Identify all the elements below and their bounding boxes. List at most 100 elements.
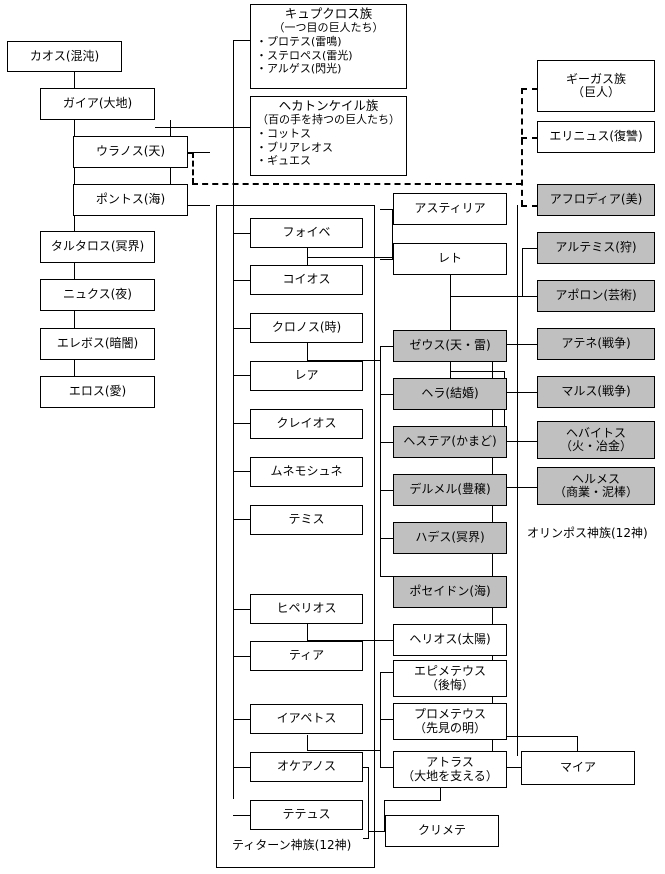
node-gigas[interactable]: ギーガス族 （巨人） [537,60,655,112]
hera-label: ヘラ(結婚) [421,386,479,401]
hekatoncheires-title: ヘカトンケイル族 [278,98,379,113]
node-epimetheus[interactable]: エピメテウス （後悔） [393,660,507,697]
olympus-group-caption: オリンポス神族(12神) [527,526,648,540]
node-maia[interactable]: マイア [521,751,635,785]
node-chaos[interactable]: カオス(混沌) [7,41,122,72]
line-iapetos-out [307,750,380,751]
node-apollon[interactable]: アポロン(芸術) [537,280,655,312]
node-tartaros[interactable]: タルタロス(冥界) [40,231,155,263]
node-athene[interactable]: アテネ(戦争) [537,328,655,360]
line-titan-hyperion [233,609,250,610]
node-erebos[interactable]: エレボス(暗闇) [40,328,155,360]
node-hekatoncheires-group[interactable]: ヘカトンケイル族 （百の手を持つの巨人たち） ・コットス ・ブリアレオス ・ギュ… [250,96,407,176]
node-titan-theia[interactable]: ティア [250,641,363,671]
titan-themis-label: テミス [288,512,325,527]
hekatoncheires-desc: （百の手を持つの巨人たち） [257,113,400,127]
dashed-cross-bar [192,183,522,185]
node-nyx[interactable]: ニュクス(夜) [40,279,155,311]
node-hestia[interactable]: ヘステア(かまど) [393,426,507,458]
node-titan-kreios[interactable]: クレイオス [250,409,363,439]
hephaistos-sub: （火・冶金） [559,439,632,453]
titan-mnemosyne-label: ムネモシュネ [270,464,343,479]
cyclops-member-1: ・プロテス(雷鳴) [256,35,342,49]
atlas-sub: （大地を支える） [402,768,498,783]
athene-label: アテネ(戦争) [561,336,631,351]
node-aphrodite[interactable]: アフロディア(美) [537,184,655,216]
node-hera[interactable]: ヘラ(結婚) [393,378,507,410]
line-titan-theia [233,656,250,657]
line-titan-iapetos [233,719,250,720]
node-demeter[interactable]: デルメル(豊穣) [393,474,507,506]
hades-label: ハデス(冥界) [415,530,485,545]
node-titan-koios[interactable]: コイオス [250,265,363,295]
node-titan-iapetos[interactable]: イアペトス [250,704,363,734]
node-hermes[interactable]: ヘルメス （商業・泥棒） [537,467,655,505]
line-gaia-pontos [170,205,210,206]
line-kronos-rhea-join [307,343,308,361]
node-atlas[interactable]: アトラス （大地を支える） [393,751,507,788]
node-poseidon[interactable]: ポセイドン(海) [393,576,507,608]
prometheus-label: プロメテウス [413,707,486,722]
line-helios-connect [380,640,393,641]
line-helios-out [307,640,393,641]
dashed-to-gigas [521,88,538,90]
node-hephaistos[interactable]: ヘバイトス （火・冶金） [537,421,655,459]
olympus-group-divider [517,205,518,756]
line-kronos-rhea-out [307,360,380,361]
node-zeus[interactable]: ゼウス(天・雷) [393,330,507,362]
node-pontos-label: ポントス(海) [95,192,166,207]
line-titan-koios [233,280,250,281]
line-to-hermes [492,487,538,488]
line-to-hestia [380,442,393,443]
node-pontos[interactable]: ポントス(海) [73,184,188,216]
node-titan-mnemosyne[interactable]: ムネモシュネ [250,457,363,487]
gigas-label: ギーガス族 [565,71,626,86]
node-eros[interactable]: エロス(愛) [40,376,155,408]
node-asteria[interactable]: アスティリア [393,193,507,225]
node-helios[interactable]: ヘリオス(太陽) [393,624,507,656]
line-leto-asteria-riser [392,209,393,259]
cyclops-desc: （一つ目の巨人たち） [273,21,384,35]
artemis-label: アルテミス(狩) [555,240,637,255]
titan-theia-label: ティア [288,648,325,663]
line-iapetos-join [307,735,308,751]
node-gaia[interactable]: ガイア(大地) [40,88,155,120]
node-titan-phoibe[interactable]: フォイベ [250,218,363,248]
epimetheus-label: エピメテウス [413,664,486,679]
line-to-hades [380,538,393,539]
line-klymene-to-iapetos [440,785,441,801]
node-gaia-label: ガイア(大地) [62,96,133,111]
hermes-label: ヘルメス [571,471,620,486]
line-titan-tethys [233,815,250,816]
line-to-prometheus [380,719,393,720]
node-mars[interactable]: マルス(戦争) [537,376,655,408]
line-giants-cyclops [233,40,250,41]
node-prometheus[interactable]: プロメテウス （先見の明） [393,703,507,740]
node-titan-tethys[interactable]: テテュス [250,800,363,830]
node-leto[interactable]: レト [393,243,507,275]
titan-rhea-label: レア [294,368,319,383]
erinyes-label: エリニュス(復讐) [549,129,643,144]
node-titan-themis[interactable]: テミス [250,505,363,535]
node-titan-okeanos[interactable]: オケアノス [250,752,363,782]
line-zeus-athene [507,344,538,345]
node-titan-kronos[interactable]: クロノス(時) [250,313,363,343]
node-titan-rhea[interactable]: レア [250,361,363,391]
node-uranos[interactable]: ウラノス(天) [73,136,188,168]
node-titan-hyperion[interactable]: ヒペリオス [250,594,363,624]
node-klymene[interactable]: クリメテ [385,815,499,847]
titan-iapetos-label: イアペトス [276,711,337,726]
node-cyclops-group[interactable]: キュプクロス族 （一つ目の巨人たち） ・プロテス(雷鳴) ・ステロペス(雷光) … [250,4,407,89]
line-atlas-maia [507,767,521,768]
hestia-label: ヘステア(かまど) [403,434,497,449]
hekatoncheires-member-3: ・ギュエス [256,154,311,168]
node-artemis[interactable]: アルテミス(狩) [537,232,655,264]
dashed-uranos-down [192,152,194,184]
line-to-epimetheus [380,672,393,673]
line-phoibe-koios-out [307,257,393,258]
node-hades[interactable]: ハデス(冥界) [393,522,507,554]
node-erinyes[interactable]: エリニュス(復讐) [537,121,655,153]
line-maia-down [577,736,578,753]
titan-phoibe-label: フォイベ [282,225,331,240]
line-okeanos-down [363,767,369,768]
